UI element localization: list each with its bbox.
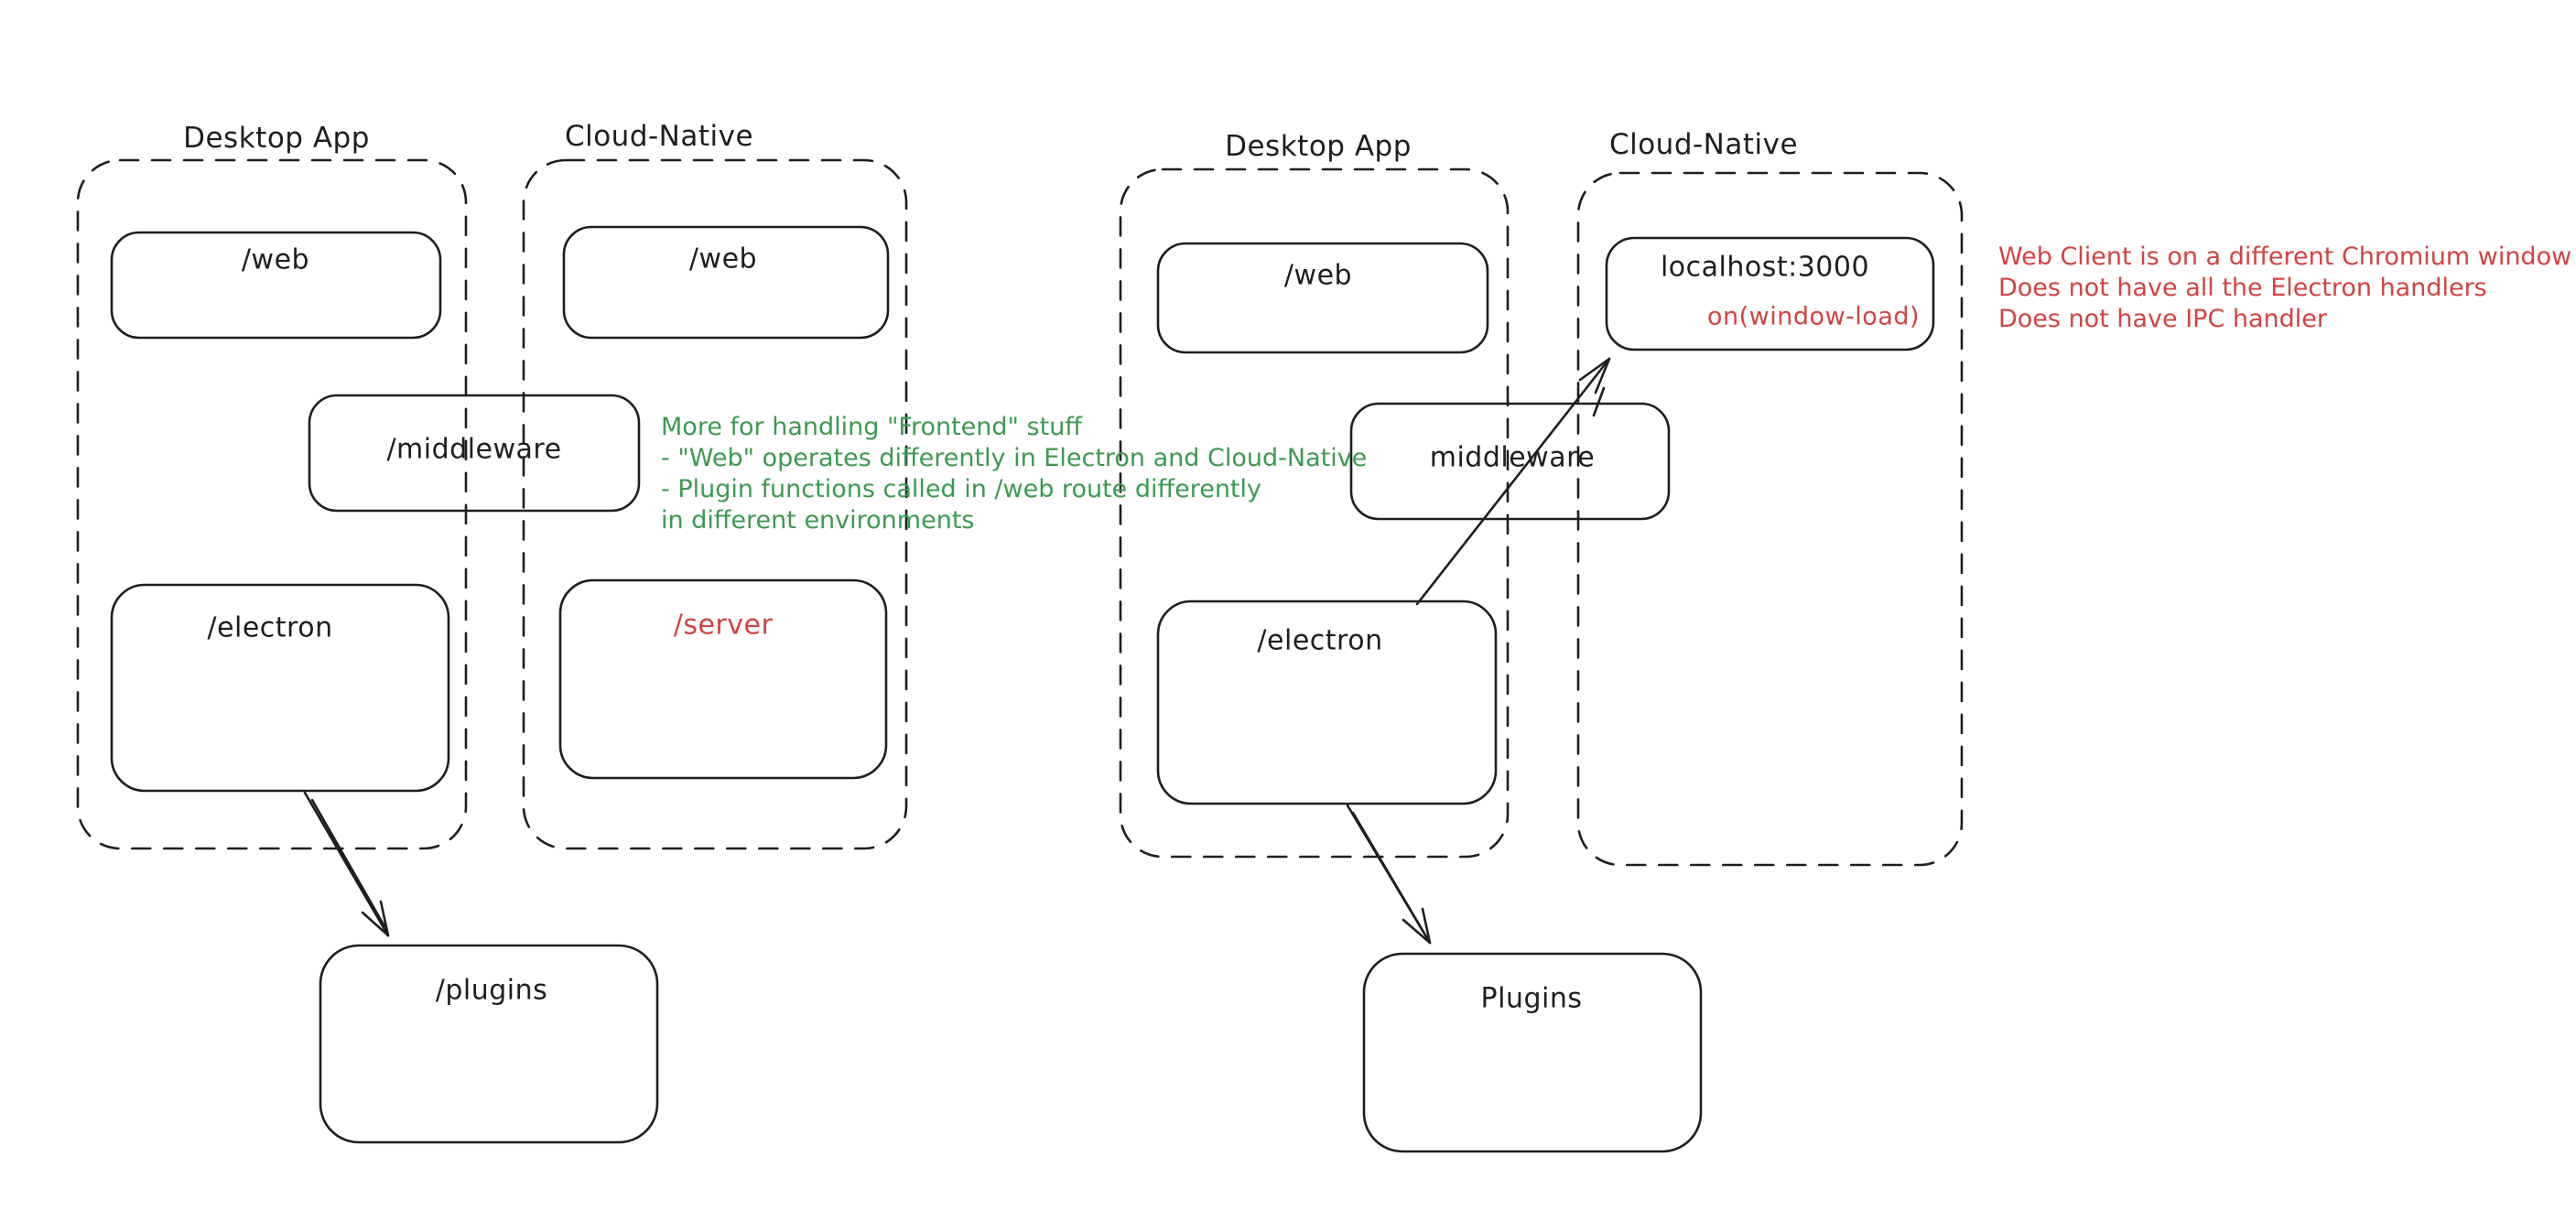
middleware-note-line: in different environments [661, 506, 975, 535]
right-middleware-box [1349, 402, 1671, 521]
right-cloud-native-title: Cloud-Native [1608, 128, 1799, 161]
left-desktop-app-title: Desktop App [183, 122, 370, 155]
web-client-note-line: Does not have all the Electron handlers [1998, 274, 2487, 302]
right-electron-box [1156, 600, 1498, 805]
left-middleware-label: /middleware [386, 433, 562, 466]
right-plugins-label: Plugins [1480, 982, 1583, 1015]
right-electron-label: /electron [1257, 624, 1383, 657]
left-plugins-label: /plugins [435, 974, 548, 1007]
right-middleware-label: middleware [1429, 441, 1596, 474]
right-electron-to-localhost-arrow [1415, 357, 1611, 606]
left-web-desktop-box [110, 231, 442, 340]
middleware-note-line: More for handling "Frontend" stuff [661, 413, 1082, 441]
left-cloud-native-title: Cloud-Native [564, 120, 754, 153]
right-web-desktop-box [1156, 242, 1489, 354]
right-desktop-app-container [1119, 168, 1510, 859]
web-client-note-line: Does not have IPC handler [1998, 305, 2328, 333]
right-plugins-box [1362, 952, 1703, 1153]
left-desktop-app-container [76, 158, 468, 850]
middleware-note-line: - Plugin functions called in /web route … [661, 475, 1262, 503]
middleware-note: More for handling "Frontend" stuff - "We… [661, 412, 1367, 536]
right-web-desktop-label: /web [1283, 259, 1353, 292]
web-client-note: Web Client is on a different Chromium wi… [1998, 242, 2571, 335]
left-cloud-native-container [522, 158, 908, 850]
web-client-note-line: Web Client is on a different Chromium wi… [1998, 243, 2572, 271]
left-web-desktop-label: /web [241, 243, 310, 276]
right-on-window-load-label: on(window-load) [1706, 302, 1921, 331]
left-web-cloud-box [562, 225, 890, 340]
right-localhost-box [1605, 236, 1935, 351]
middleware-note-line: - "Web" operates differently in Electron… [661, 444, 1368, 472]
left-plugins-box [319, 944, 659, 1144]
left-server-label: /server [673, 609, 774, 642]
left-electron-box [110, 583, 450, 793]
left-web-cloud-label: /web [688, 243, 758, 276]
left-electron-label: /electron [207, 611, 333, 644]
left-server-box [558, 578, 888, 780]
right-localhost-label: localhost:3000 [1660, 251, 1870, 284]
left-middleware-box [308, 394, 641, 513]
left-electron-to-plugins-arrow [303, 791, 390, 937]
right-desktop-app-title: Desktop App [1225, 130, 1412, 163]
right-electron-to-plugins-arrow [1346, 804, 1432, 945]
